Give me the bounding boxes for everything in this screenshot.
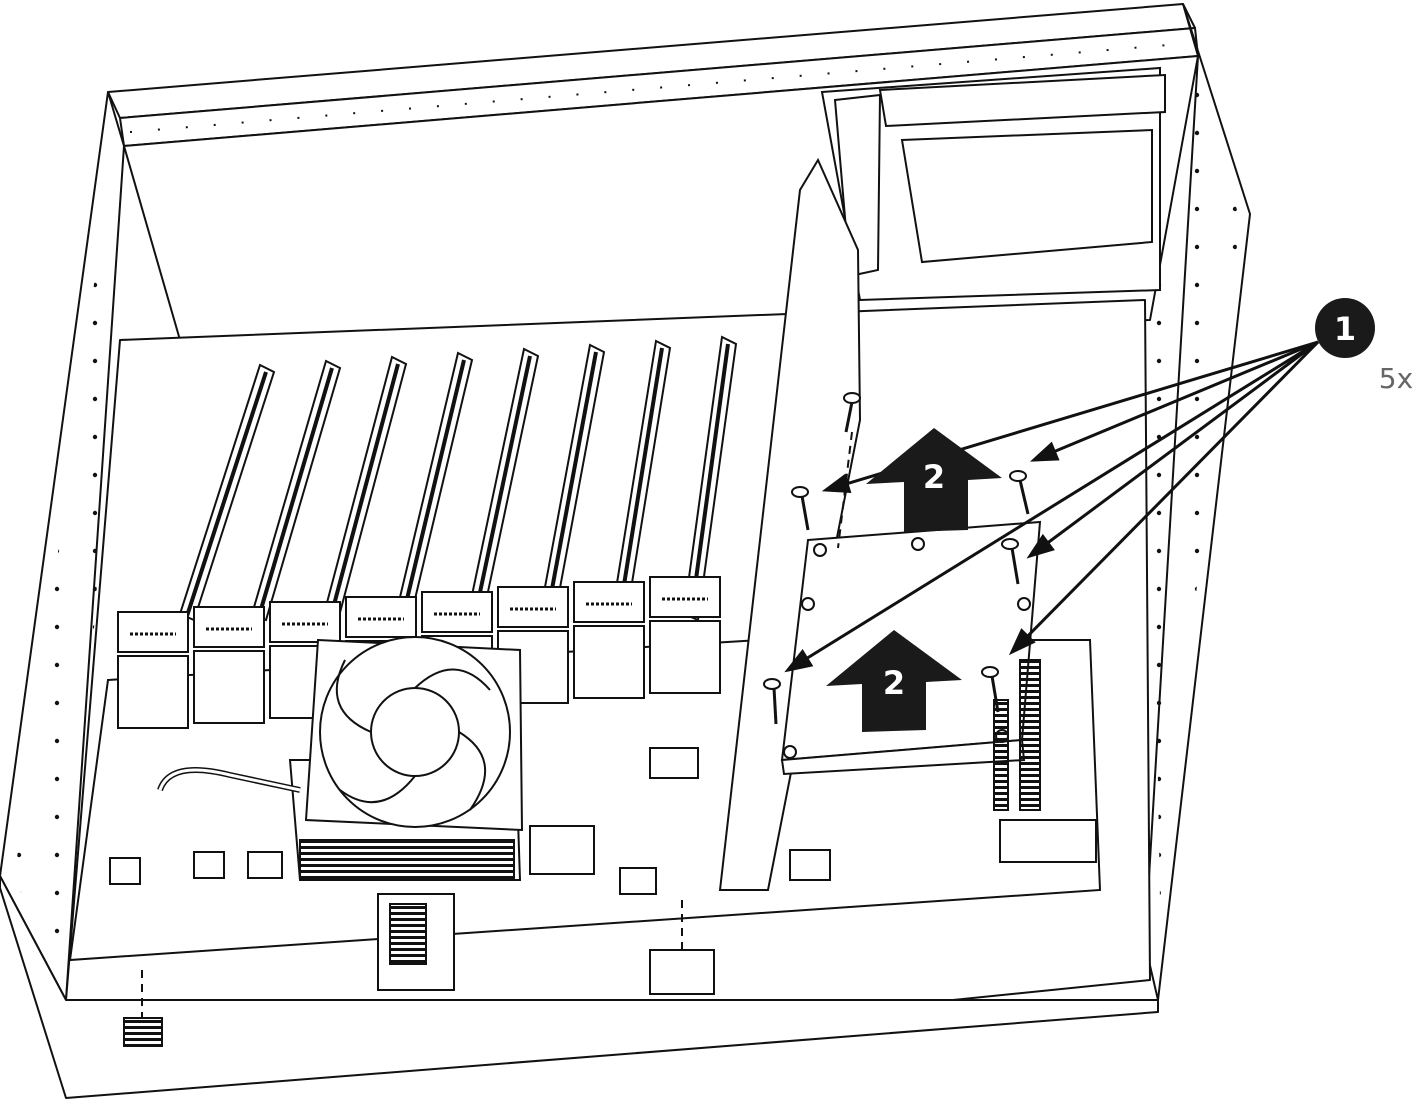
screw — [763, 678, 781, 725]
pcie-slot — [250, 359, 342, 622]
chip — [109, 857, 141, 885]
screw-callout: 1 5x — [1315, 298, 1413, 395]
lift-arrow-upper: 2 — [866, 428, 1002, 532]
lift-arrow-upper-number: 2 — [923, 458, 945, 496]
leader-arrow — [1026, 340, 1319, 559]
fan-hub — [370, 687, 460, 777]
rj45-port — [649, 576, 721, 694]
memory-slot — [1019, 659, 1041, 811]
drive-bay-frame — [820, 66, 1166, 302]
lift-arrow-lower-number: 2 — [883, 664, 905, 702]
memory-slot — [993, 699, 1009, 811]
center-divider — [718, 157, 862, 891]
callout-leader-lines — [784, 340, 1320, 673]
screw — [981, 666, 1000, 713]
front-connectors — [123, 893, 715, 1047]
connector — [389, 903, 427, 965]
lift-arrow-upper-shape — [866, 428, 1002, 532]
screw — [1001, 538, 1020, 585]
connector — [123, 1017, 163, 1047]
chip — [529, 825, 595, 875]
screw — [1009, 470, 1030, 515]
lift-arrow-lower: 2 — [826, 630, 962, 732]
mounting-holes — [14, 43, 1240, 980]
chip — [619, 867, 657, 895]
chip — [649, 747, 699, 779]
chip — [193, 851, 225, 879]
screw — [791, 486, 810, 531]
chip — [999, 819, 1097, 863]
leader-arrow — [1008, 340, 1320, 656]
connector — [649, 949, 715, 995]
chip — [247, 851, 283, 879]
fan-blades — [335, 659, 491, 811]
rj45-port — [117, 611, 189, 729]
screw-quantity: 5x — [1379, 362, 1413, 395]
rj45-port — [573, 581, 645, 699]
cpu-cooler — [157, 636, 524, 881]
heatsink-fins — [299, 839, 515, 879]
leader-arrow — [1029, 340, 1319, 462]
ssd-module — [780, 520, 1042, 811]
chip — [789, 849, 831, 881]
screw — [843, 392, 861, 433]
leader-arrow — [784, 340, 1319, 673]
screw-callout-number: 1 — [1334, 310, 1356, 348]
rj45-port — [193, 606, 265, 724]
lift-arrow-lower-shape — [826, 630, 962, 732]
front-edge — [0, 875, 1159, 1099]
screw-callout-badge — [1315, 298, 1375, 358]
board-components — [109, 747, 1097, 895]
